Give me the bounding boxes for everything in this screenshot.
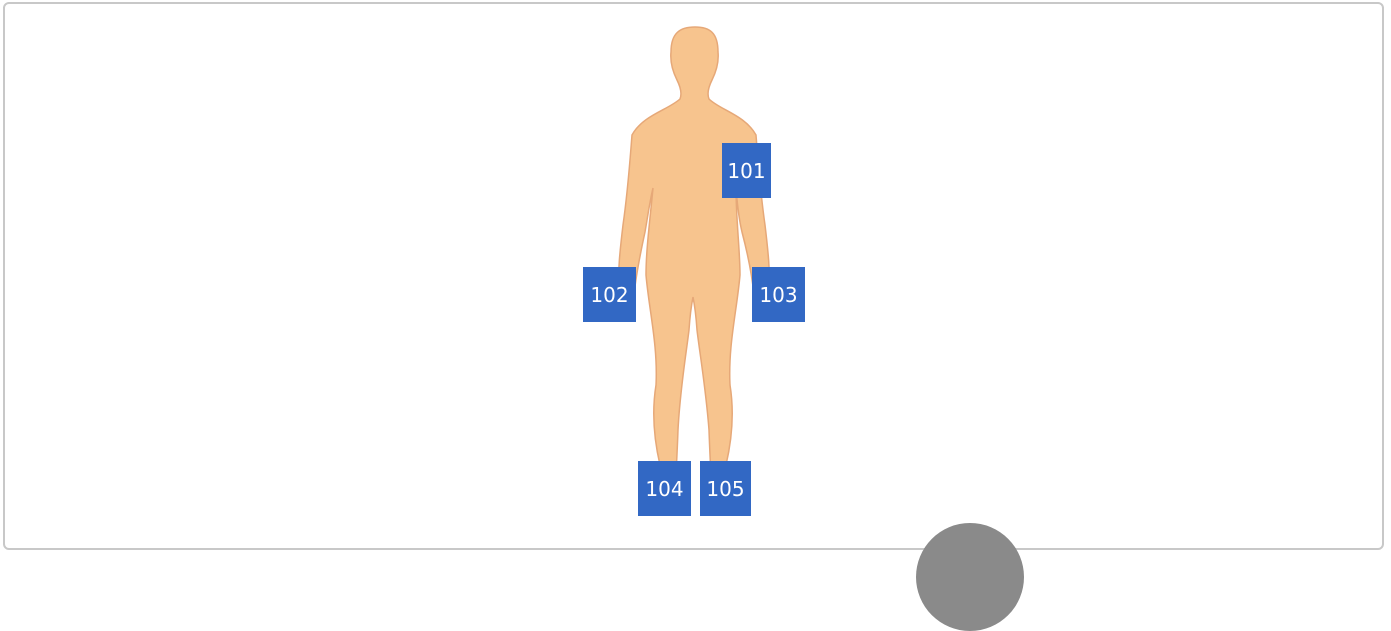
marker-103[interactable]: 103 [752,267,805,322]
marker-103-label: 103 [759,283,797,307]
marker-105-label: 105 [706,477,744,501]
floating-round-button[interactable] [916,523,1024,631]
marker-101-label: 101 [727,159,765,183]
marker-101[interactable]: 101 [722,143,771,198]
human-body-figure [0,0,1391,542]
body-silhouette [618,27,770,515]
marker-105[interactable]: 105 [700,461,751,516]
marker-104[interactable]: 104 [638,461,691,516]
marker-102-label: 102 [590,283,628,307]
marker-104-label: 104 [645,477,683,501]
marker-102[interactable]: 102 [583,267,636,322]
